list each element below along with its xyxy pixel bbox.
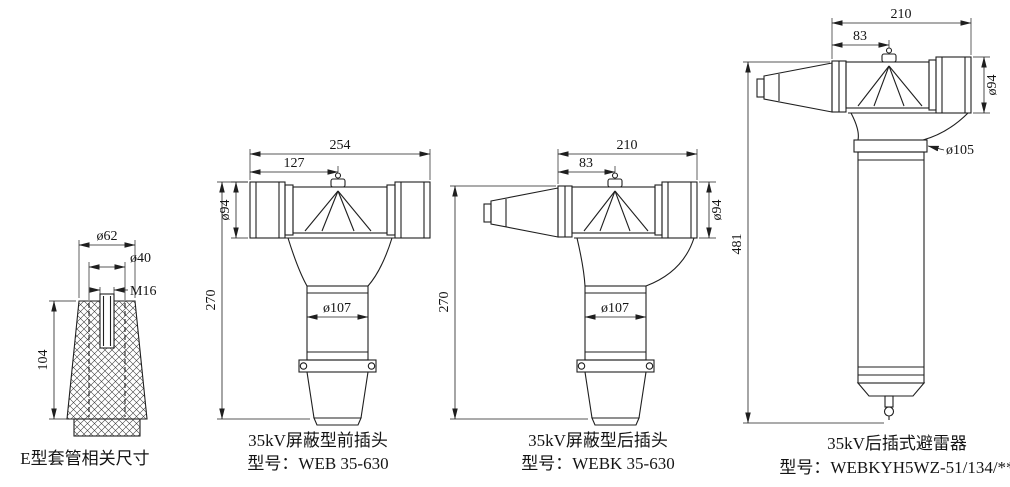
rear-plug-caption: 35kV屏蔽型后插头 (528, 431, 668, 450)
dim-bushing-diameter: ø94 (699, 181, 725, 239)
rear-plug-flange-hole (645, 362, 654, 370)
dim-body-diameter: ø107 (306, 301, 369, 320)
dim-label-bushing-diameter: ø94 (710, 200, 725, 221)
dim-label-top-diameter: ø62 (97, 229, 118, 244)
arrester-outline (756, 47, 972, 420)
rear-plug-right-cap (661, 181, 698, 239)
rear-plug-nozzle (490, 187, 559, 238)
arrester-drawing: 210 83 ø94 ø105 481 (730, 7, 1010, 477)
front-plug-top-screw (330, 178, 346, 188)
dim-total-width: 254 (249, 138, 431, 180)
dim-inner-diameter: ø40 (88, 251, 151, 300)
rear-plug-flange-hole (577, 362, 586, 370)
dim-bushing-diameter: ø94 (973, 56, 1000, 114)
front-plug-bell-left (287, 237, 308, 287)
dim-half-width: 83 (557, 156, 616, 175)
arrester-model: 型号：WEBKYH5WZ-51/134/** (779, 458, 1010, 477)
dim-body-diameter: ø107 (584, 301, 647, 320)
rear-plug-flange (576, 359, 655, 373)
dim-label-half-width: 83 (579, 156, 593, 171)
rear-plug-dimensions: 210 83 ø94 270 ø107 (437, 138, 725, 420)
dim-label-height: 481 (730, 234, 745, 255)
bushing-base (73, 418, 141, 437)
rear-plug-top-screw (607, 178, 623, 188)
front-plug-outline (249, 172, 431, 426)
dim-bushing-diameter: ø94 (218, 181, 248, 239)
dim-height: 270 (204, 181, 310, 420)
front-plug-left-cap (249, 181, 286, 239)
arrester-dimensions: 210 83 ø94 ø105 481 (730, 7, 1000, 424)
bushing-thread-hole (99, 293, 115, 349)
bushing-cone (66, 300, 148, 420)
front-plug-inner-cone-lines (304, 190, 372, 232)
front-plug-vertical-body (306, 285, 369, 361)
arrester-nozzle-tip (756, 78, 765, 98)
front-plug-skirt (306, 371, 369, 419)
front-plug-model: 型号：WEB 35-630 (247, 454, 388, 473)
arrester-neck-ring (853, 139, 928, 153)
dim-height: 270 (437, 185, 588, 420)
dim-label-body-diameter: ø107 (323, 301, 351, 316)
front-plug-right-cap (394, 181, 431, 239)
dim-half-width: 83 (831, 29, 890, 48)
bushing-drawing: ø62 ø40 M16 104 E型套管相关尺寸 (20, 229, 156, 468)
rear-plug-bell-left (576, 237, 586, 287)
rear-plug-vertical-body (584, 285, 647, 361)
dim-label-body-diameter: ø105 (946, 143, 974, 158)
dim-label-bushing-diameter: ø94 (985, 75, 1000, 96)
front-plug-flange (298, 359, 377, 373)
bushing-outline (66, 293, 148, 437)
dim-label-total-width: 254 (330, 138, 351, 153)
dim-label-half-width: 127 (284, 156, 305, 171)
dim-total-width: 210 (831, 7, 972, 59)
rear-plug-model: 型号：WEBK 35-630 (521, 454, 674, 473)
dim-top-diameter: ø62 (78, 229, 136, 298)
dim-label-height: 104 (36, 350, 51, 371)
arrester-caption: 35kV后插式避雷器 (827, 434, 967, 453)
front-plug-flange-hole (367, 362, 376, 370)
bushing-dimensions: ø62 ø40 M16 104 (36, 229, 156, 420)
bushing-caption: E型套管相关尺寸 (20, 449, 149, 468)
front-plug-caption: 35kV屏蔽型前插头 (248, 431, 388, 450)
arrester-bottom-terminal (883, 406, 895, 417)
dim-label-body-diameter: ø107 (601, 301, 629, 316)
arrester-nozzle (763, 62, 833, 113)
front-plug-drawing: 254 127 ø94 270 ø107 (204, 138, 431, 473)
dim-label-half-width: 83 (853, 29, 867, 44)
rear-plug-skirt (584, 371, 647, 419)
dim-total-width: 210 (557, 138, 698, 184)
dim-label-inner-diameter: ø40 (130, 251, 151, 266)
arrester-bottom-stud (884, 395, 894, 408)
rear-plug-nozzle-tip (483, 203, 492, 223)
dim-label-total-width: 210 (891, 7, 912, 22)
arrester-bottom-cap (856, 382, 926, 397)
dim-height: 104 (36, 300, 76, 420)
arrester-inner-cone-lines (857, 65, 923, 107)
arrester-bell-left (850, 112, 859, 141)
arrester-top-screw (881, 53, 897, 63)
rear-plug-outline (483, 172, 698, 426)
rear-plug-bell-right (645, 237, 695, 287)
arrester-bell-right (922, 112, 969, 141)
rear-plug-drawing: 210 83 ø94 270 ø107 (437, 138, 725, 473)
arrester-right-cap (935, 56, 972, 114)
front-plug-dimensions: 254 127 ø94 270 ø107 (204, 138, 431, 420)
front-plug-flange-hole (299, 362, 308, 370)
arrester-cylinder-body (857, 151, 925, 384)
dim-label-bushing-diameter: ø94 (218, 200, 233, 221)
rear-plug-inner-cone-lines (583, 190, 649, 232)
dim-label-height: 270 (204, 290, 219, 311)
dim-label-total-width: 210 (617, 138, 638, 153)
dim-label-thread: M16 (130, 284, 156, 299)
front-plug-bell-right (367, 237, 393, 287)
dim-thread: M16 (89, 284, 156, 299)
dim-label-height: 270 (437, 292, 452, 313)
dim-half-width: 127 (249, 156, 339, 175)
dim-height: 481 (730, 61, 884, 424)
dim-body-diameter: ø105 (927, 143, 974, 158)
